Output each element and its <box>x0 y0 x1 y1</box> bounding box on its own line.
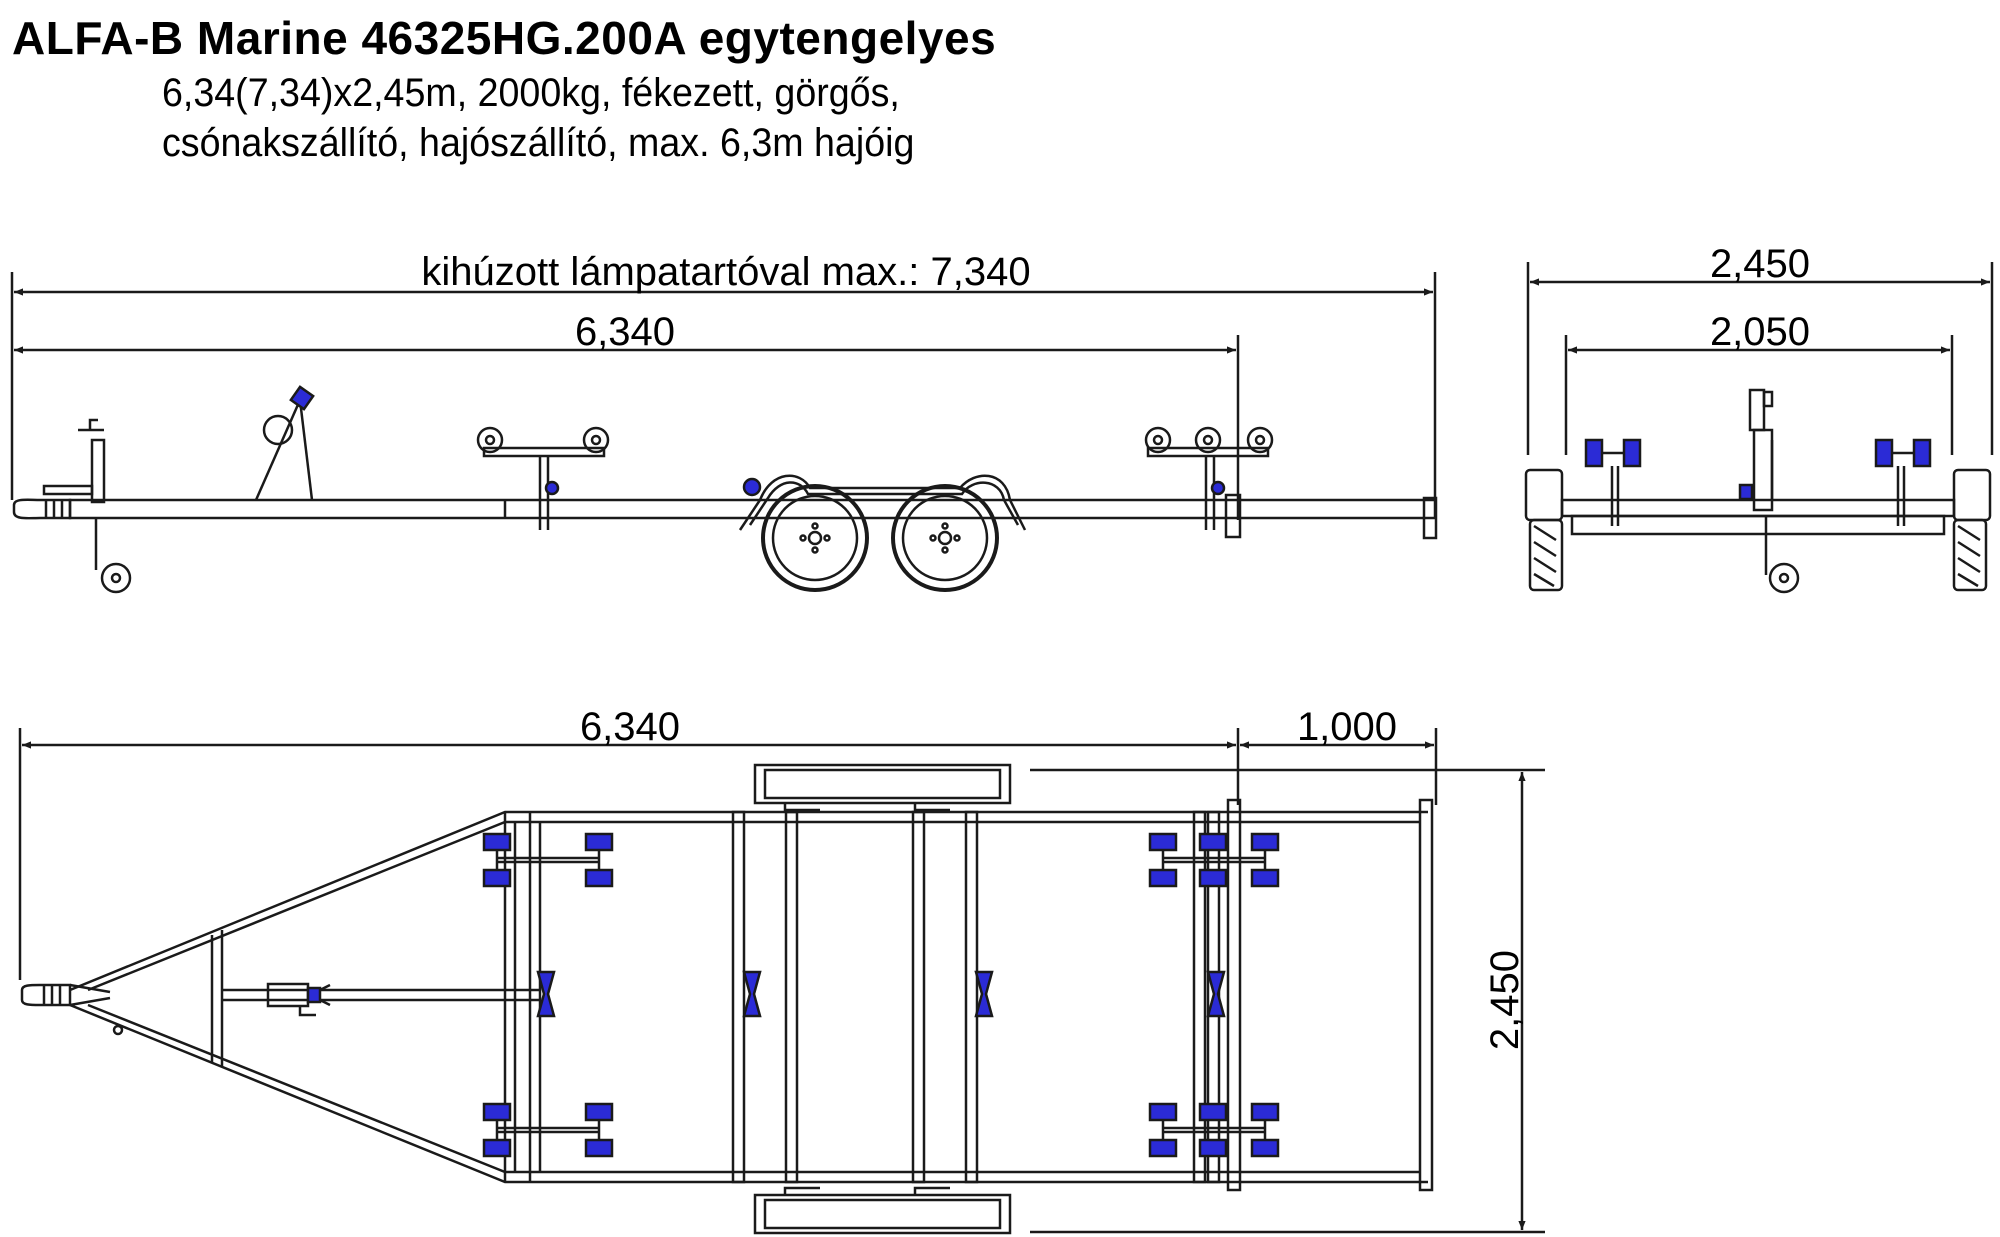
top-dim-extension-label: 1,000 <box>1297 705 1397 749</box>
drawing-title: ALFA-B Marine 46325HG.200A egytengelyes <box>12 12 997 64</box>
rear-tire-right <box>1952 468 1992 592</box>
side-front-roller-bogie <box>476 426 610 530</box>
rear-center-post <box>1738 388 1800 594</box>
top-cross-members <box>731 798 1434 1192</box>
rear-dim-outer-width <box>1526 262 1994 455</box>
top-dim-length-label: 6,340 <box>580 705 680 749</box>
subtitle-line-2: csónakszállító, hajószállító, max. 6,3m … <box>162 121 915 165</box>
top-fender-upper <box>753 763 1012 812</box>
top-keel-rollers <box>536 970 1226 1018</box>
top-dim-width <box>1030 768 1545 1234</box>
top-winch <box>266 982 331 1017</box>
top-fender-lower <box>753 1186 1012 1235</box>
side-view: kihúzott lámpatartóval max.: 7,340 6,340 <box>10 250 1438 594</box>
side-keel-roller <box>742 477 762 497</box>
title-block: ALFA-B Marine 46325HG.200A egytengelyes … <box>12 8 996 168</box>
top-dim-extension <box>1240 728 1438 805</box>
top-dim-length <box>18 728 1240 980</box>
side-rear-roller-bogie <box>1144 426 1274 530</box>
top-rollers-front-lower <box>482 1102 614 1158</box>
side-winch-post <box>254 385 315 501</box>
rear-dim-outer-width-label: 2,450 <box>1710 242 1810 286</box>
side-jockey-wheel <box>78 418 132 594</box>
rear-roller-left <box>1584 438 1642 526</box>
subtitle-line-1: 6,34(7,34)x2,45m, 2000kg, fékezett, görg… <box>162 71 900 115</box>
top-dim-width-label: 2,450 <box>1483 950 1527 1050</box>
side-dim-length-label: 6,340 <box>575 310 675 354</box>
rear-frame <box>1560 498 1956 518</box>
side-dim-max-length-label: kihúzott lámpatartóval max.: 7,340 <box>421 250 1030 294</box>
top-rollers-front-upper <box>482 832 614 888</box>
rear-dim-track-width <box>1564 335 1954 455</box>
rear-tire-left <box>1524 468 1564 592</box>
rear-dim-track-width-label: 2,050 <box>1710 310 1810 354</box>
side-dim-length <box>14 335 1240 520</box>
top-hitch <box>20 983 124 1036</box>
top-side-beams <box>503 812 542 1182</box>
rear-view: 2,450 2,050 <box>1524 242 1994 594</box>
top-rollers-rear-lower <box>1148 1102 1280 1158</box>
side-wheel-rear <box>891 484 999 592</box>
top-rollers-rear-upper <box>1148 832 1280 888</box>
side-wheel-front <box>761 484 869 592</box>
side-hitch <box>12 484 94 520</box>
rear-roller-right <box>1874 438 1932 526</box>
side-dim-max-length <box>10 272 1437 500</box>
top-view: 6,340 1,000 2,450 <box>18 705 1545 1235</box>
